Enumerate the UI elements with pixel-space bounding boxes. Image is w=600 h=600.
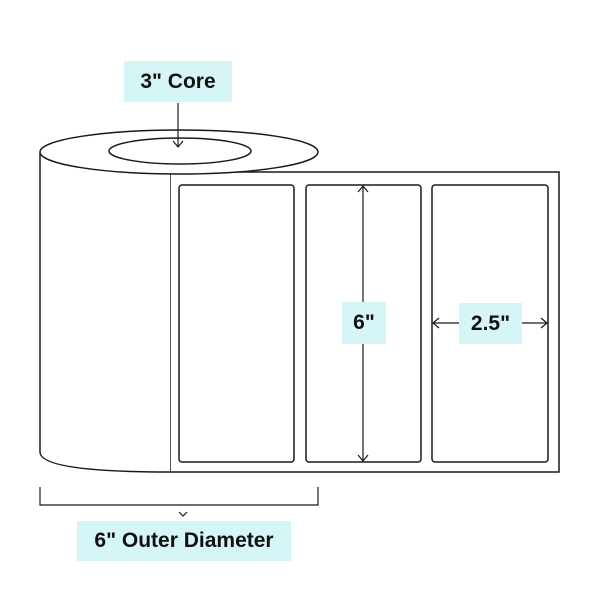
- width-callout-box: [459, 303, 522, 344]
- label-1: [178, 184, 295, 463]
- diameter-bracket: [39, 487, 319, 506]
- roll-body: [40, 152, 170, 472]
- outer-diameter-label: 6" Outer Diameter: [94, 529, 274, 552]
- arrow-down-icon: [172, 103, 184, 148]
- chevron-down-icon: [178, 511, 188, 517]
- roll-core: [108, 137, 252, 165]
- label-height-label: 6": [353, 311, 375, 334]
- roll-bottom-curve: [39, 451, 171, 473]
- core-size-label: 3" Core: [140, 69, 216, 93]
- core-callout-box: [124, 61, 232, 102]
- height-callout-box: [342, 302, 386, 344]
- label-width-label: 2.5": [470, 311, 511, 335]
- diameter-callout-box: [77, 521, 291, 561]
